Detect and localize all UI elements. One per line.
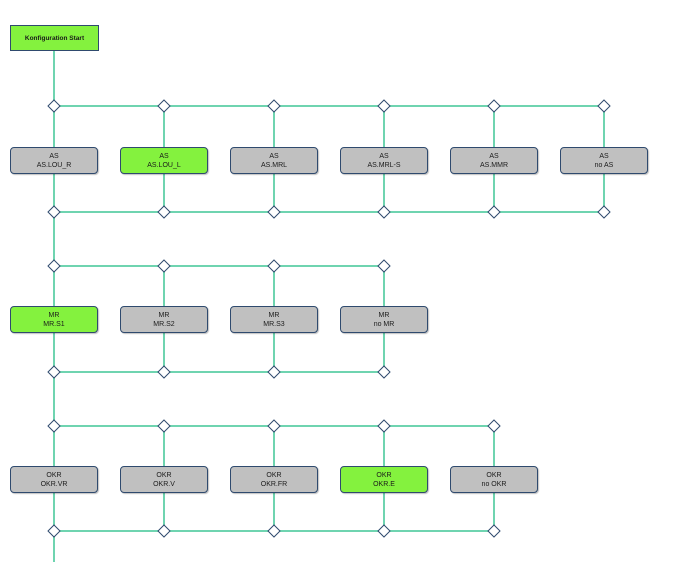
mr-merge-diamond bbox=[377, 365, 391, 379]
option-category-label: MR bbox=[268, 311, 280, 319]
okr-merge-diamond bbox=[157, 524, 171, 538]
option-code-label: OKR.V bbox=[153, 480, 175, 488]
option-code-label: OKR.VR bbox=[40, 480, 68, 488]
mr-split-diamond bbox=[157, 259, 171, 273]
as-merge-diamond bbox=[487, 205, 501, 219]
configuration-start-label: Konfiguration Start bbox=[24, 34, 85, 42]
option-category-label: OKR bbox=[156, 471, 172, 479]
as-merge-diamond bbox=[267, 205, 281, 219]
okr-split-diamond bbox=[157, 419, 171, 433]
option-category-label: OKR bbox=[376, 471, 392, 479]
option-code-label: AS.MRL bbox=[260, 161, 288, 169]
mr-merge-diamond bbox=[157, 365, 171, 379]
okr-split-diamond bbox=[47, 419, 61, 433]
option-category-label: OKR bbox=[46, 471, 62, 479]
as-split-diamond bbox=[377, 99, 391, 113]
as-merge-diamond bbox=[377, 205, 391, 219]
option-category-label: AS bbox=[269, 152, 279, 160]
option-category-label: AS bbox=[379, 152, 389, 160]
option-code-label: no AS bbox=[594, 161, 614, 169]
option-code-label: AS.LOU_R bbox=[36, 161, 72, 169]
as-split-diamond bbox=[487, 99, 501, 113]
mr-merge-diamond bbox=[47, 365, 61, 379]
okr-merge-diamond bbox=[377, 524, 391, 538]
option-code-label: AS.MMR bbox=[480, 161, 508, 169]
option-category-label: AS bbox=[599, 152, 609, 160]
as-merge-diamond bbox=[157, 205, 171, 219]
option-category-label: AS bbox=[489, 152, 499, 160]
option-category-label: OKR bbox=[266, 471, 282, 479]
configuration-start-node[interactable]: Konfiguration Start bbox=[10, 25, 99, 51]
option-category-label: MR bbox=[48, 311, 60, 319]
as-split-diamond bbox=[47, 99, 61, 113]
mr-split-diamond bbox=[47, 259, 61, 273]
option-category-label: AS bbox=[159, 152, 169, 160]
as-merge-diamond bbox=[47, 205, 61, 219]
okr-split-diamond bbox=[377, 419, 391, 433]
option-code-label: OKR.E bbox=[373, 480, 395, 488]
okr-split-diamond bbox=[267, 419, 281, 433]
okr-split-diamond bbox=[487, 419, 501, 433]
as-split-diamond bbox=[267, 99, 281, 113]
option-code-label: MR.S1 bbox=[43, 320, 65, 328]
option-code-label: MR.S3 bbox=[263, 320, 285, 328]
okr-merge-diamond bbox=[267, 524, 281, 538]
option-code-label: no OKR bbox=[481, 480, 507, 488]
option-code-label: AS.LOU_L bbox=[147, 161, 181, 169]
option-category-label: OKR bbox=[486, 471, 502, 479]
option-category-label: AS bbox=[49, 152, 59, 160]
as-split-diamond bbox=[597, 99, 611, 113]
option-code-label: OKR.FR bbox=[260, 480, 288, 488]
as-merge-diamond bbox=[597, 205, 611, 219]
option-code-label: AS.MRL-S bbox=[367, 161, 401, 169]
mr-merge-diamond bbox=[267, 365, 281, 379]
okr-merge-diamond bbox=[47, 524, 61, 538]
mr-split-diamond bbox=[377, 259, 391, 273]
option-code-label: MR.S2 bbox=[153, 320, 175, 328]
option-category-label: MR bbox=[378, 311, 390, 319]
mr-split-diamond bbox=[267, 259, 281, 273]
option-code-label: no MR bbox=[373, 320, 395, 328]
as-split-diamond bbox=[157, 99, 171, 113]
option-category-label: MR bbox=[158, 311, 170, 319]
okr-merge-diamond bbox=[487, 524, 501, 538]
